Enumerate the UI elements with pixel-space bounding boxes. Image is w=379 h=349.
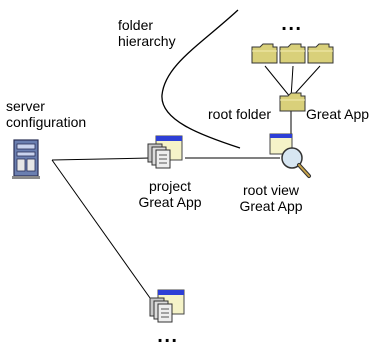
root-folder-icon[interactable]: [279, 92, 306, 112]
hierarchy-boundary-curve: [161, 9, 241, 149]
project-line1: project: [148, 178, 192, 194]
project-line2: Great App: [138, 194, 202, 210]
root-folder-app-label: Great App: [306, 106, 370, 122]
project-documents-icon[interactable]: [149, 289, 185, 323]
child-folder-icon[interactable]: [251, 43, 278, 64]
server-configuration-label: server configuration: [6, 98, 86, 130]
root-view-line1: root view: [242, 182, 300, 198]
folder-hierarchy-line2: hierarchy: [118, 33, 176, 49]
connector-rootfolder-child1: [264, 65, 292, 99]
root-view-label: root view Great App: [226, 182, 316, 214]
root-view-line2: Great App: [239, 198, 303, 214]
ellipsis-top: ...: [281, 15, 303, 34]
project-label: project Great App: [130, 178, 210, 210]
server-line1: server: [6, 98, 45, 114]
child-folder-icon[interactable]: [307, 43, 334, 64]
root-folder-label: root folder: [208, 106, 272, 122]
connector-server-bottom: [51, 159, 156, 306]
project-documents-icon[interactable]: [147, 135, 183, 169]
server-icon[interactable]: [12, 139, 40, 179]
connector-server-project: [51, 157, 151, 161]
child-folder-icon[interactable]: [279, 43, 306, 64]
folder-hierarchy-line1: folder: [118, 17, 154, 33]
server-line2: configuration: [6, 114, 87, 130]
folder-hierarchy-label: folder hierarchy: [118, 17, 176, 49]
ellipsis-bottom: ...: [157, 327, 179, 346]
root-view-magnifier-icon[interactable]: [269, 133, 311, 178]
